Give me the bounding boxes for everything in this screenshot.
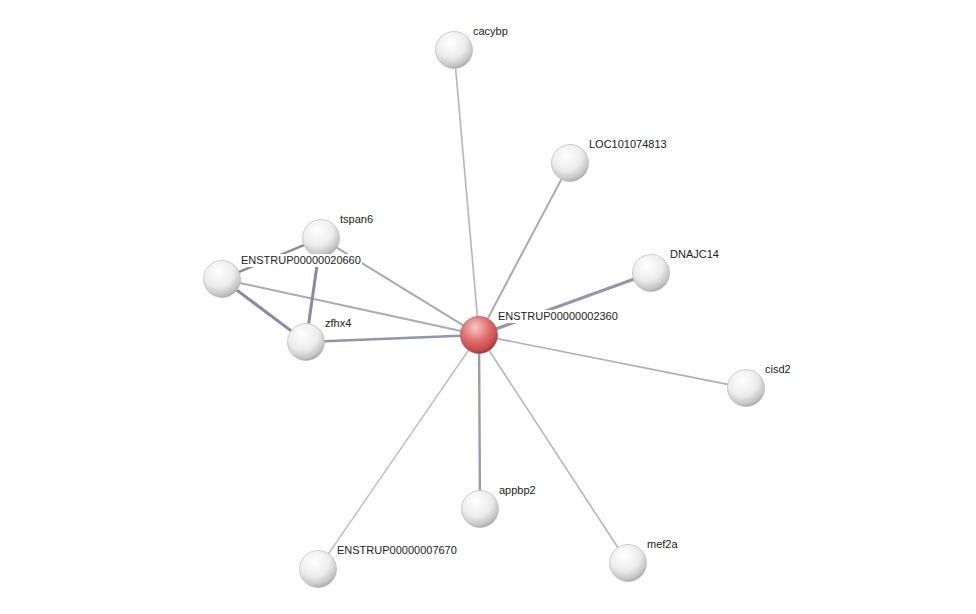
node-sphere — [461, 490, 499, 528]
node-sphere — [551, 144, 589, 182]
interaction-edge — [240, 283, 461, 331]
node-sphere — [203, 260, 241, 298]
interaction-edge — [496, 279, 633, 328]
interaction-edge — [324, 336, 460, 342]
node-circle — [300, 551, 337, 588]
node-label: ENSTRUP00000002360 — [497, 310, 619, 323]
interaction-edge — [328, 350, 468, 554]
protein-node: DNAJC14 — [632, 254, 670, 292]
node-label: zfhx4 — [324, 317, 352, 330]
node-sphere — [435, 31, 473, 69]
node-circle — [204, 261, 241, 298]
interaction-edge — [497, 339, 728, 385]
node-label: LOC101074813 — [588, 138, 668, 151]
node-circle — [610, 545, 647, 582]
node-label: DNAJC14 — [669, 248, 720, 261]
protein-node: cisd2 — [727, 369, 765, 407]
node-sphere — [460, 316, 498, 354]
node-circle — [288, 324, 325, 361]
node-sphere — [287, 323, 325, 361]
interaction-edge — [489, 350, 618, 547]
node-sphere — [632, 254, 670, 292]
protein-node: zfhx4 — [287, 323, 325, 361]
node-circle — [633, 255, 670, 292]
node-sphere — [727, 369, 765, 407]
interaction-edge — [456, 68, 478, 316]
node-label: mef2a — [646, 538, 679, 551]
protein-node: tspan6 — [302, 219, 340, 257]
protein-node: ENSTRUP00000020660 — [203, 260, 241, 298]
node-label: ENSTRUP00000020660 — [240, 254, 362, 267]
node-circle — [436, 32, 473, 69]
protein-node: LOC101074813 — [551, 144, 589, 182]
interaction-edge — [488, 179, 562, 318]
node-circle — [728, 370, 765, 407]
node-sphere — [302, 219, 340, 257]
protein-node: ENSTRUP00000002360 — [460, 316, 498, 354]
node-label: cisd2 — [764, 363, 792, 376]
node-circle — [462, 491, 499, 528]
node-circle — [552, 145, 589, 182]
interaction-edge — [478, 354, 481, 491]
node-circle — [461, 317, 498, 354]
node-label: ENSTRUP00000007670 — [336, 544, 458, 557]
protein-node: ENSTRUP00000007670 — [299, 550, 337, 588]
protein-node: mef2a — [609, 544, 647, 582]
node-sphere — [299, 550, 337, 588]
protein-node: appbp2 — [461, 490, 499, 528]
interaction-edge — [237, 290, 291, 331]
node-circle — [303, 220, 340, 257]
node-label: tspan6 — [339, 213, 374, 226]
node-label: appbp2 — [498, 484, 537, 497]
protein-node: cacybp — [435, 31, 473, 69]
node-label: cacybp — [472, 25, 509, 38]
node-sphere — [609, 544, 647, 582]
